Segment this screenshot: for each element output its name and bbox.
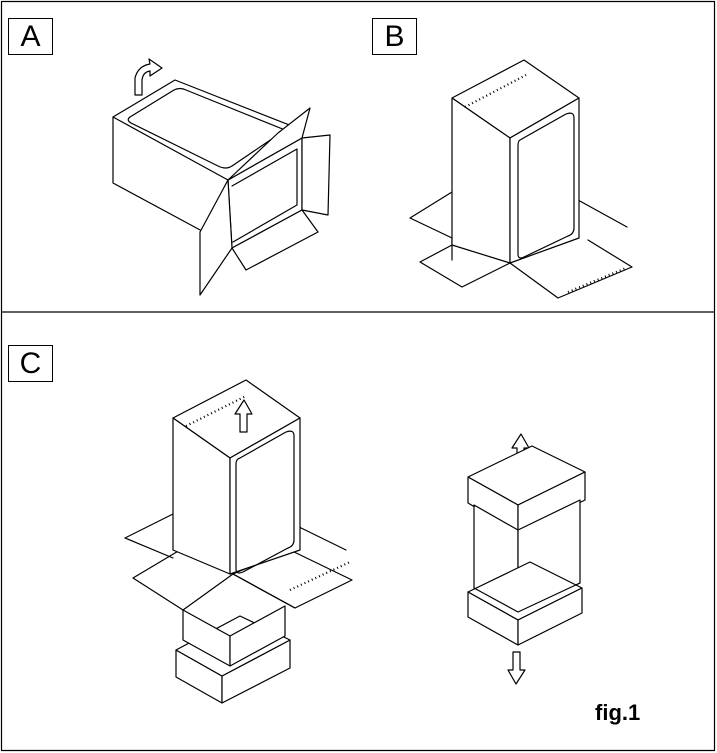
box-a-left-flap (199, 179, 233, 296)
lid-right (517, 471, 586, 534)
panel-label-b: B (372, 18, 417, 55)
up-arrow-icon (234, 399, 253, 433)
box-a-right-flap (301, 134, 331, 216)
panel-c-left-drawing (124, 379, 353, 704)
box-b-floor-flaps (409, 191, 633, 299)
panel-label-b-text: B (384, 19, 405, 53)
panel-b-drawing (409, 59, 633, 299)
box-a-top-window (127, 87, 286, 169)
panel-c-right-drawing (467, 433, 586, 685)
panel-label-a: A (8, 18, 53, 55)
panel-label-c-text: C (19, 346, 42, 380)
box-a-bottom-flap (231, 209, 319, 271)
panel-label-a-text: A (20, 19, 41, 53)
figure-caption: fig.1 (595, 700, 641, 725)
panel-a-drawing (112, 58, 331, 296)
panel-label-c: C (8, 345, 53, 382)
curved-arrow-icon (134, 58, 163, 96)
box-b-window (517, 112, 575, 259)
box-a-top-flap (227, 107, 311, 181)
box-c-right (229, 417, 301, 575)
box-c-window (235, 430, 295, 574)
box-b-right (509, 97, 580, 264)
down-arrow-icon (507, 651, 526, 685)
